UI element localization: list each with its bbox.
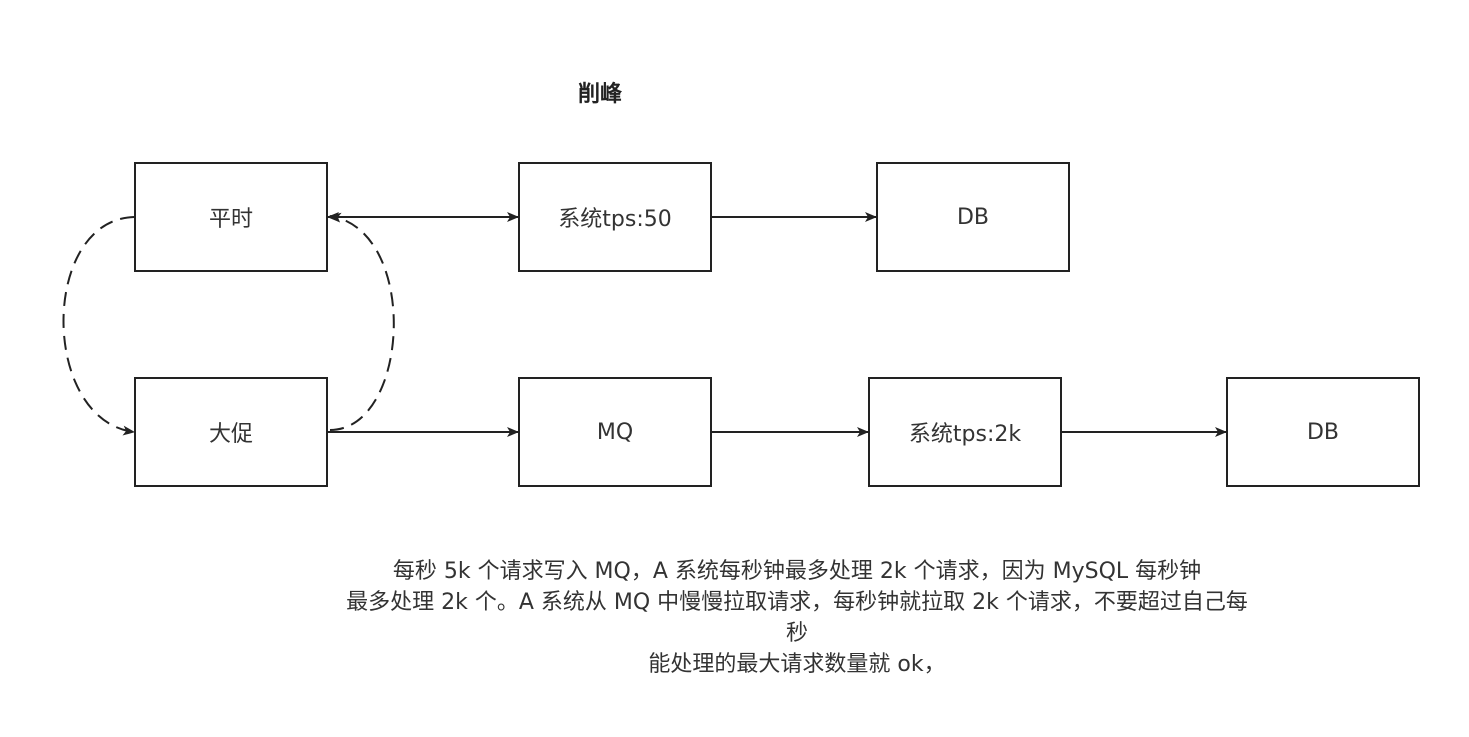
node-system-normal: 系统tps:50 [518,162,712,272]
explanation-note: 每秒 5k 个请求写入 MQ，A 系统每秒钟最多处理 2k 个请求，因为 MyS… [250,556,1344,680]
node-db-normal: DB [876,162,1070,272]
node-db-promo: DB [1226,377,1420,487]
node-normal: 平时 [134,162,328,272]
note-line-3: 秒 [785,621,808,646]
diagram-title: 削峰 [577,82,622,107]
note-line-4: 能处理的最大请求数量就 ok， [648,652,946,677]
dashed-curve-normal-to-promo [62,216,135,436]
node-system-promo: 系统tps:2k [868,377,1062,487]
note-line-2: 最多处理 2k 个。A 系统从 MQ 中慢慢拉取请求，每秒钟就拉取 2k 个请求… [346,590,1248,615]
dashed-curve-promo-to-normal [329,212,395,431]
node-mq: MQ [518,377,712,487]
node-promo: 大促 [134,377,328,487]
note-line-1: 每秒 5k 个请求写入 MQ，A 系统每秒钟最多处理 2k 个请求，因为 MyS… [392,559,1202,584]
